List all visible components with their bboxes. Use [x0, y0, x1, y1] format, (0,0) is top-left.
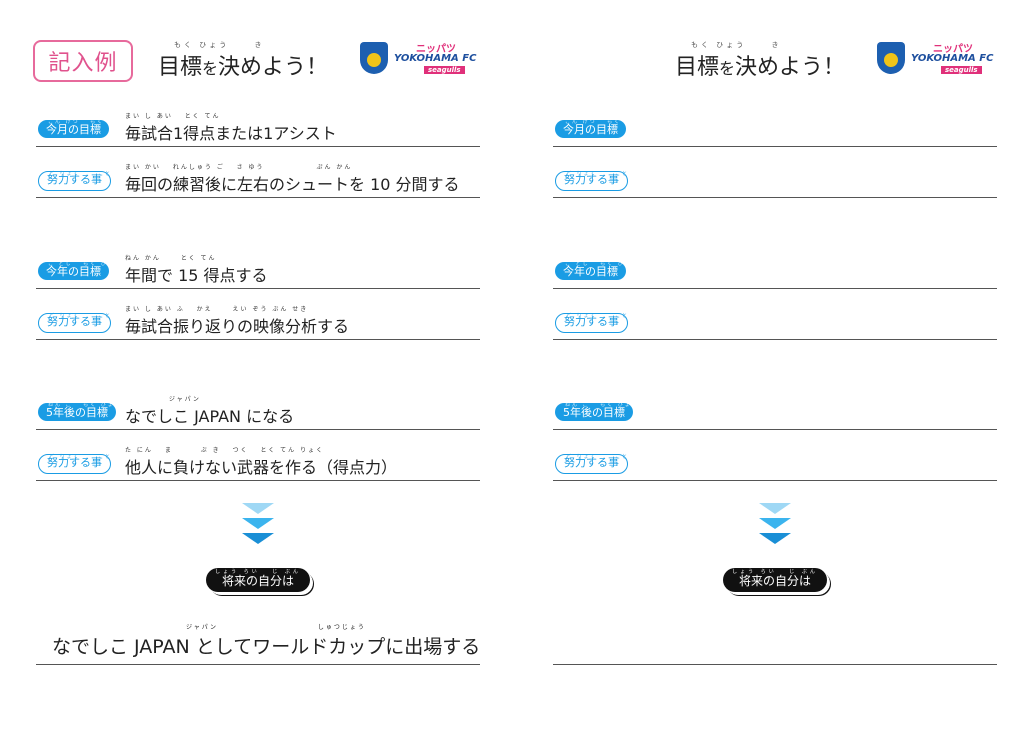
chevron-down-icon: [759, 503, 791, 514]
badge-month-goal: こん げつ もく ひょう今月の目標: [555, 119, 644, 138]
entry-ruby: ジャパン: [125, 396, 201, 403]
goal-row-month-blank[interactable]: こん げつ もく ひょう今月の目標: [553, 114, 997, 147]
logo-team-sub: seagulls: [424, 66, 465, 74]
badge-effort: ど りょく こと努力する事: [555, 454, 628, 474]
title-ruby: もく ひょう き: [691, 41, 782, 49]
badge-month-goal: こん げつ もく ひょう今月の目標: [38, 119, 127, 138]
effort-row-5year: ど りょく こと努力する事 た にん ま ぶ き つく とく てん りょく 他人…: [36, 447, 480, 481]
effort-row-month-blank[interactable]: ど りょく こと努力する事: [553, 165, 997, 198]
badge-effort: ど りょく こと努力する事: [555, 313, 628, 333]
goal-row-year-blank[interactable]: こ とし もく ひょう今年の目標: [553, 256, 997, 289]
entry-text: 毎回の練習後に左右のシュートを 10 分間する: [125, 175, 460, 194]
effort-row-5year-blank[interactable]: ど りょく こと努力する事: [553, 448, 997, 481]
title-particle: を: [202, 59, 219, 78]
down-arrows-icon: [759, 503, 791, 548]
example-sheet: 記入例 もく ひょう き 目標を決めよう！ ニッパツ YOKOHAMA FC s…: [33, 0, 480, 729]
chevron-down-icon: [759, 533, 791, 544]
chevron-down-icon: [242, 503, 274, 514]
title-main: 目標: [158, 55, 203, 80]
title-ruby: もく ひょう き: [174, 41, 265, 49]
title-rest: 決めよう！: [218, 55, 329, 80]
entry-text: 年間で 15 得点する: [125, 266, 268, 285]
title-rest: 決めよう！: [735, 55, 846, 80]
effort-row-year: ど りょく こと努力する事 まい し あい ふ かえ えい ぞう ぶん せき 毎…: [36, 306, 480, 340]
effort-row-year-blank[interactable]: ど りょく こと努力する事: [553, 307, 997, 340]
future-text-ruby: ジャパン しゅつじょう: [186, 624, 366, 631]
entry-text: 毎試合1得点または1アシスト: [125, 124, 337, 143]
logo-club-name: YOKOHAMA FC: [394, 53, 477, 64]
entry-ruby: まい かい れんしゅう ご さ ゆう ぷん かん: [125, 164, 353, 171]
entry-ruby: た にん ま ぶ き つく とく てん りょく: [125, 447, 325, 454]
badge-effort: ど りょく こと努力する事: [38, 454, 111, 474]
effort-row-month: ど りょく こと努力する事 まい かい れんしゅう ご さ ゆう ぷん かん 毎…: [36, 164, 480, 198]
title-particle: を: [719, 59, 736, 78]
chevron-down-icon: [759, 518, 791, 529]
sheet-title: もく ひょう き 目標を決めよう！: [675, 40, 845, 81]
goal-row-year: こ とし もく ひょう今年の目標 ねん かん とく てん 年間で 15 得点する: [36, 255, 480, 289]
yokohama-fc-logo: ニッパツ YOKOHAMA FC seagulls: [877, 40, 995, 78]
logo-sponsor: ニッパツ: [416, 44, 456, 55]
future-self-row-blank[interactable]: [553, 620, 997, 665]
future-self-row: ジャパン しゅつじょう なでしこ JAPAN としてワールドカップに出場する: [36, 620, 480, 665]
badge-year-goal: こ とし もく ひょう今年の目標: [555, 261, 637, 280]
badge-effort: ど りょく こと努力する事: [38, 171, 111, 191]
entry-ruby: まい し あい とく てん: [125, 113, 221, 120]
logo-club-name: YOKOHAMA FC: [911, 53, 994, 64]
future-self-label: しょう らい じ ぶん 将来の自分は: [723, 568, 827, 592]
future-self-label: しょう らい じ ぶん 将来の自分は: [206, 568, 310, 592]
sheet-title: もく ひょう き 目標を決めよう！: [158, 40, 328, 81]
logo-team-sub: seagulls: [941, 66, 982, 74]
badge-effort: ど りょく こと努力する事: [38, 313, 111, 333]
goal-row-month: こん げつ もく ひょう今月の目標 まい し あい とく てん 毎試合1得点また…: [36, 113, 480, 147]
entry-text: なでしこ JAPAN になる: [125, 407, 295, 426]
badge-year-goal: こ とし もく ひょう今年の目標: [38, 261, 120, 280]
entry-ruby: ねん かん とく てん: [125, 255, 217, 262]
down-arrows-icon: [242, 503, 274, 548]
entry-ruby: まい し あい ふ かえ えい ぞう ぶん せき: [125, 306, 309, 313]
club-crest-icon: [360, 42, 388, 74]
chevron-down-icon: [242, 533, 274, 544]
chevron-down-icon: [242, 518, 274, 529]
yokohama-fc-logo: ニッパツ YOKOHAMA FC seagulls: [360, 40, 478, 78]
example-stamp: 記入例: [33, 40, 133, 82]
entry-text: 他人に負けない武器を作る（得点力）: [125, 458, 398, 477]
badge-effort: ど りょく こと努力する事: [555, 171, 628, 191]
title-main: 目標: [675, 55, 720, 80]
entry-text: 毎試合振り返りの映像分析する: [125, 317, 350, 336]
blank-sheet: もく ひょう き 目標を決めよう！ ニッパツ YOKOHAMA FC seagu…: [553, 0, 997, 729]
logo-sponsor: ニッパツ: [933, 44, 973, 55]
future-self-text: なでしこ JAPAN としてワールドカップに出場する: [52, 636, 481, 658]
club-crest-icon: [877, 42, 905, 74]
